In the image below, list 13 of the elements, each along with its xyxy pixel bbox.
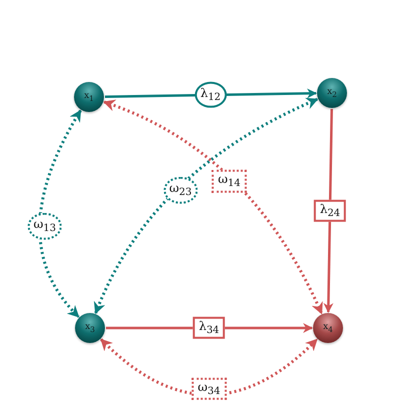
arrow [38,110,82,318]
edge-label: λ$_{34}$ [192,316,226,340]
edge-label: λ$_{24}$ [314,199,346,222]
sphere-node: x$_{3}$ [75,313,105,343]
edge-label: ω$_{34}$ [192,378,226,400]
edge-label: ω$_{23}$ [163,177,198,204]
sphere-node: x$_{2}$ [317,78,347,108]
arrow [323,108,334,313]
edge-label: ω$_{13}$ [27,213,62,240]
sphere-node: x$_{1}$ [74,82,104,112]
sphere-node: x$_{4}$ [313,313,343,343]
edge-label: ω$_{14}$ [212,170,247,192]
edge-label: λ$_{12}$ [194,82,227,108]
